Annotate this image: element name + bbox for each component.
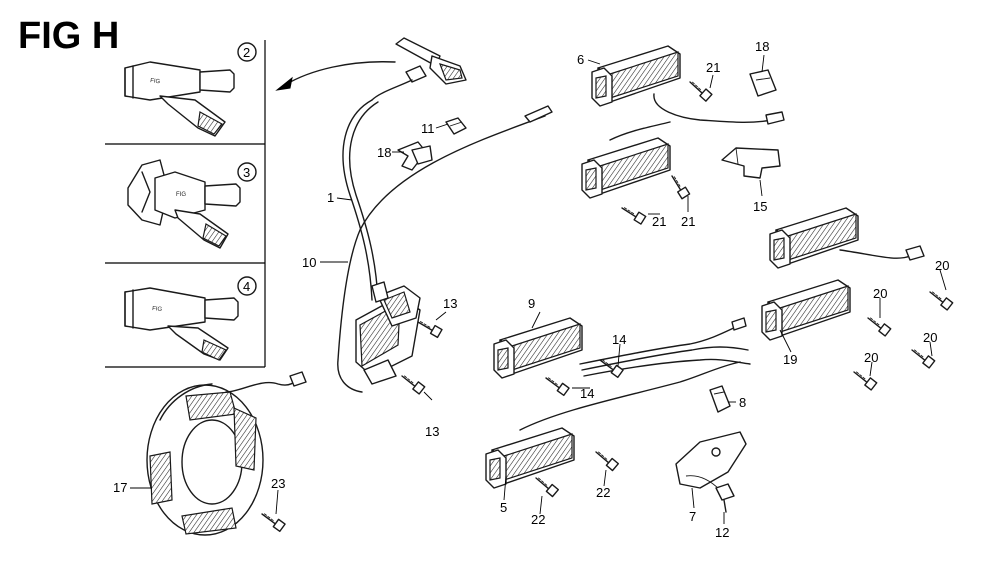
exciter-coil-bolt-a	[591, 450, 621, 473]
callout-19: 19	[783, 352, 797, 367]
pulser-coil-lower	[761, 279, 851, 341]
callout-23: 23	[271, 476, 285, 491]
charge-coil-bolt	[684, 80, 714, 103]
callout-20a: 20	[935, 258, 949, 273]
callout-17: 17	[113, 480, 127, 495]
variant-2-number: 2	[243, 45, 250, 60]
callout-22b: 22	[596, 485, 610, 500]
variant-3-cap-text: FIG	[176, 192, 186, 198]
variant-4-number: 4	[243, 279, 250, 294]
stop-switch-wire	[337, 105, 553, 393]
variant-3-number: 3	[243, 165, 250, 180]
callout-14a: 14	[612, 332, 626, 347]
callout-1: 1	[327, 190, 334, 205]
spark-cap-variant-4: 4 FIG	[124, 276, 257, 361]
pulser-bolt-b	[863, 316, 893, 338]
exciter-coil-bolt-b	[531, 476, 561, 499]
leader-lines	[130, 54, 947, 524]
spark-plug-cap	[371, 37, 467, 101]
variant-2-cap-text: FIG	[150, 78, 161, 85]
ignition-coil	[355, 281, 421, 385]
callout-21c: 21	[681, 214, 695, 229]
charge-coil-bolt-left	[618, 206, 648, 226]
callout-9: 9	[528, 296, 535, 311]
spark-cap-variant-2: 2 FIG	[124, 42, 257, 137]
callout-6: 6	[577, 52, 584, 67]
spark-cap-variant-3: 3 FIG	[127, 159, 257, 249]
charge-coil-upper	[591, 45, 785, 125]
coil-bolt-lower	[397, 374, 427, 396]
callout-10: 10	[302, 255, 316, 270]
callout-8: 8	[739, 395, 746, 410]
callout-18b: 18	[755, 39, 769, 54]
callout-13a: 13	[443, 296, 457, 311]
callout-14b: 14	[580, 386, 594, 401]
variant-4-cap-text: FIG	[152, 306, 163, 313]
coil-bracket	[721, 147, 781, 179]
exciter-coil	[485, 361, 741, 489]
pulser-coil-upper	[769, 207, 925, 269]
callout-12: 12	[715, 525, 729, 540]
callout-7: 7	[689, 509, 696, 524]
square-nut	[749, 69, 777, 97]
pulser-bolt-a	[925, 290, 955, 312]
callout-20d: 20	[864, 350, 878, 365]
callout-15: 15	[753, 199, 767, 214]
callout-5: 5	[500, 500, 507, 515]
charge-coil-lower	[581, 121, 671, 199]
callout-21a: 21	[706, 60, 720, 75]
pulser-bolt-d	[849, 370, 879, 392]
figure-title: FIG H	[18, 15, 119, 57]
callout-13b: 13	[425, 424, 439, 439]
wire-clamp	[445, 117, 467, 135]
stator-assembly	[146, 371, 307, 536]
ignition-coil-lead	[342, 99, 379, 301]
variant-arrow	[275, 61, 396, 91]
lighting-coil-bolt-b	[541, 376, 571, 397]
callout-11: 11	[421, 121, 435, 136]
plate-screw	[715, 483, 735, 513]
variant-panel	[105, 40, 266, 368]
callout-20b: 20	[873, 286, 887, 301]
callout-20c: 20	[923, 330, 937, 345]
callout-21b: 21	[652, 214, 666, 229]
wire-holder-bracket	[397, 141, 433, 171]
wire-guide-plate	[675, 431, 747, 491]
callout-22a: 22	[531, 512, 545, 527]
coil-bolt-upper	[415, 320, 444, 339]
stator-bolt	[257, 512, 287, 533]
callout-18a: 18	[377, 145, 391, 160]
wire-grommet	[709, 385, 731, 413]
callouts: 1 10 11 18 13 13 6 21 18 21 21 15 9 14 1…	[113, 39, 949, 540]
